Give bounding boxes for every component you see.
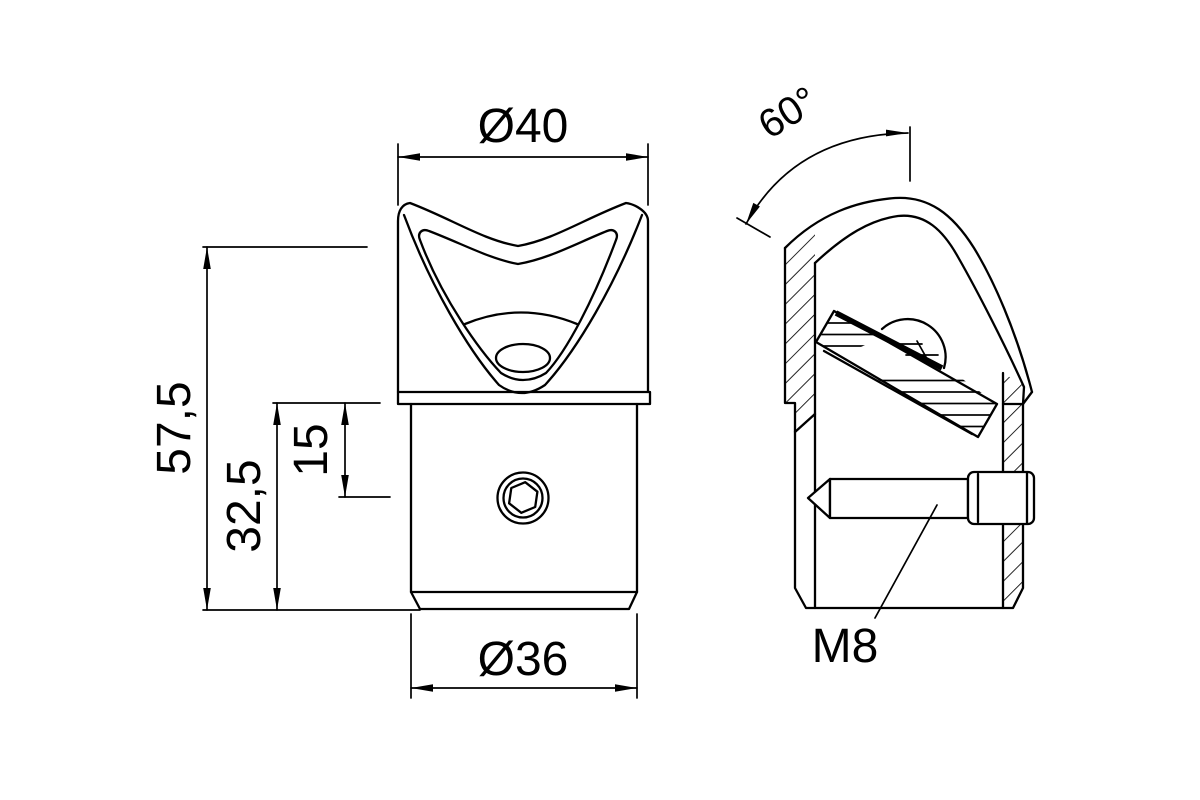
saddle-cradle-outer-curve	[402, 213, 644, 395]
wall-outline	[783, 246, 1025, 610]
arrowhead	[203, 588, 211, 610]
dim-screw-offset: 15	[285, 402, 391, 498]
arrowhead	[615, 684, 637, 692]
arrowhead	[411, 684, 433, 692]
arrowhead	[398, 153, 420, 161]
dim-body-height-label: 32,5	[218, 459, 271, 552]
dim-overall-height-label: 57,5	[148, 381, 201, 474]
inclined-boss-section	[814, 309, 999, 439]
thread-callout-label: M8	[812, 620, 879, 673]
dim-top-diameter-label: Ø40	[478, 100, 569, 153]
saddle-outline	[396, 201, 650, 394]
boss-inner-edge	[822, 349, 974, 436]
slot-hatch-upper-left	[816, 311, 884, 357]
side-section-view	[783, 196, 1036, 610]
dimensions: Ø40 57,5 32,5 15	[148, 78, 938, 699]
arrowhead	[341, 403, 349, 425]
dim-top-diameter: Ø40	[397, 100, 649, 206]
left-wall-chamfer-line	[793, 412, 817, 434]
dim-bottom-diameter: Ø36	[410, 613, 638, 699]
angle-arc	[745, 132, 909, 225]
set-screw	[806, 470, 1036, 526]
boss-outline	[814, 309, 999, 439]
arrowhead	[273, 588, 281, 610]
angle-tick	[736, 217, 771, 238]
beak-inner-curve	[813, 214, 1026, 406]
saddle-cup-arc	[463, 311, 579, 326]
dim-overall-height: 57,5	[148, 246, 421, 611]
saddle-hole-ellipse	[494, 342, 552, 374]
screw-shaft	[828, 477, 970, 520]
front-view	[396, 201, 652, 611]
thread-callout: M8	[812, 504, 938, 673]
dim-bottom-diameter-label: Ø36	[478, 633, 569, 686]
arrowhead	[746, 202, 760, 224]
arrowhead	[341, 475, 349, 497]
right-wall-hatch-upper	[1003, 404, 1023, 472]
beak-outer-curve	[783, 196, 1034, 394]
leader-line	[874, 504, 938, 619]
arrowhead	[203, 247, 211, 269]
dim-screw-offset-label: 15	[285, 423, 338, 476]
boss-seating-face	[834, 310, 944, 371]
dim-body-height: 32,5	[218, 402, 381, 611]
screw-inner-circle	[502, 477, 544, 519]
dim-angle-label: 60°	[751, 78, 826, 147]
body-outline	[409, 402, 639, 611]
dim-angle: 60°	[736, 78, 911, 238]
screw-tip-cone	[806, 477, 832, 520]
slot-hatch-lower-right	[875, 370, 997, 437]
saddle-cradle-inner-contour	[418, 229, 618, 382]
boss-dome	[880, 317, 947, 370]
left-wall-hatch	[785, 227, 815, 432]
right-horn-hatch	[1003, 373, 1026, 404]
hex-socket-screw-front	[496, 471, 550, 525]
arrowhead	[626, 153, 648, 161]
hex-socket	[507, 481, 539, 514]
horn-tip-edge	[1021, 390, 1034, 406]
right-wall-hatch-lower	[1003, 524, 1023, 608]
screw-head	[966, 470, 1036, 526]
screw-outer-circle	[496, 471, 550, 525]
arrowhead	[886, 129, 908, 137]
arrowhead	[273, 403, 281, 425]
flange	[396, 390, 652, 406]
